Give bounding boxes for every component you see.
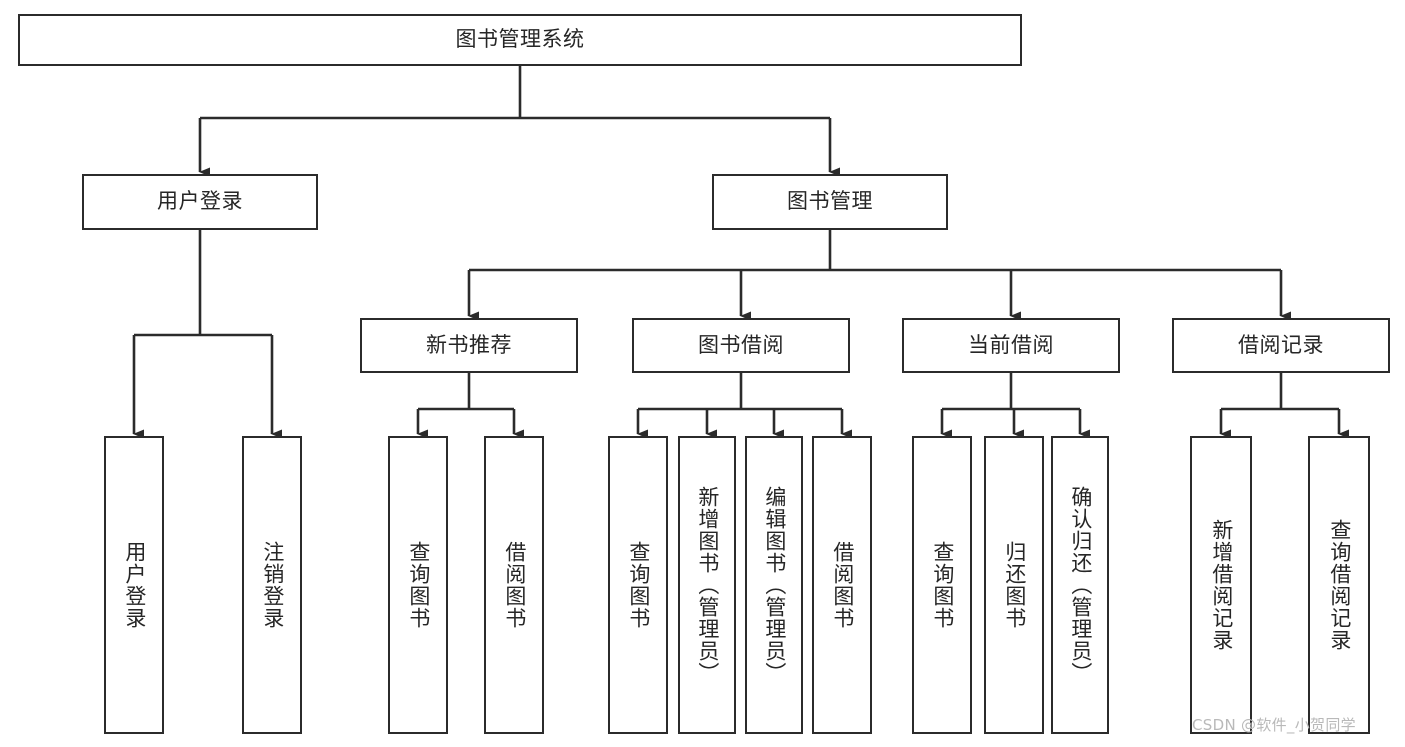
node-leaf-return-book[interactable]: 归还图书: [984, 436, 1044, 734]
node-book-manage[interactable]: 图书管理: [712, 174, 948, 230]
node-root[interactable]: 图书管理系统: [18, 14, 1022, 66]
node-leaf-query-book-3[interactable]: 查询图书: [912, 436, 972, 734]
node-leaf-add-borrow-record[interactable]: 新增借阅记录: [1190, 436, 1252, 734]
node-new-book-recommend-label: 新书推荐: [426, 332, 512, 357]
node-leaf-query-book-1-label: 查询图书: [406, 541, 431, 629]
node-leaf-user-login-label: 用户登录: [122, 541, 147, 629]
node-leaf-query-borrow-record[interactable]: 查询借阅记录: [1308, 436, 1370, 734]
node-new-book-recommend[interactable]: 新书推荐: [360, 318, 578, 373]
node-book-borrow[interactable]: 图书借阅: [632, 318, 850, 373]
node-current-borrow-label: 当前借阅: [968, 332, 1054, 357]
node-leaf-query-book-3-label: 查询图书: [930, 541, 955, 629]
node-leaf-user-login[interactable]: 用户登录: [104, 436, 164, 734]
node-root-label: 图书管理系统: [455, 27, 585, 52]
node-current-borrow[interactable]: 当前借阅: [902, 318, 1120, 373]
node-leaf-query-borrow-record-label: 查询借阅记录: [1327, 519, 1352, 651]
node-leaf-borrow-book-2[interactable]: 借阅图书: [812, 436, 872, 734]
node-leaf-logout-login-label: 注销登录: [260, 541, 285, 629]
node-leaf-return-book-label: 归还图书: [1002, 541, 1027, 629]
node-leaf-query-book-1[interactable]: 查询图书: [388, 436, 448, 734]
node-leaf-borrow-book-2-label: 借阅图书: [830, 541, 855, 629]
node-leaf-add-book-admin[interactable]: 新增图书（管理员）: [678, 436, 736, 734]
node-borrow-record-label: 借阅记录: [1238, 332, 1324, 357]
node-leaf-add-borrow-record-label: 新增借阅记录: [1209, 519, 1234, 651]
node-leaf-query-book-2-label: 查询图书: [626, 541, 651, 629]
node-borrow-record[interactable]: 借阅记录: [1172, 318, 1390, 373]
node-leaf-confirm-return-admin[interactable]: 确认归还（管理员）: [1051, 436, 1109, 734]
node-leaf-edit-book-admin-label: 编辑图书（管理员）: [762, 486, 787, 684]
node-leaf-add-book-admin-label: 新增图书（管理员）: [695, 486, 720, 684]
node-user-login-label: 用户登录: [157, 189, 243, 214]
node-book-borrow-label: 图书借阅: [698, 332, 784, 357]
node-book-manage-label: 图书管理: [787, 189, 873, 214]
node-leaf-edit-book-admin[interactable]: 编辑图书（管理员）: [745, 436, 803, 734]
node-leaf-logout-login[interactable]: 注销登录: [242, 436, 302, 734]
node-leaf-confirm-return-admin-label: 确认归还（管理员）: [1068, 486, 1093, 684]
node-user-login[interactable]: 用户登录: [82, 174, 318, 230]
node-leaf-borrow-book-1-label: 借阅图书: [502, 541, 527, 629]
node-leaf-query-book-2[interactable]: 查询图书: [608, 436, 668, 734]
node-leaf-borrow-book-1[interactable]: 借阅图书: [484, 436, 544, 734]
csdn-watermark: CSDN @软件_小贺同学: [1192, 716, 1356, 734]
